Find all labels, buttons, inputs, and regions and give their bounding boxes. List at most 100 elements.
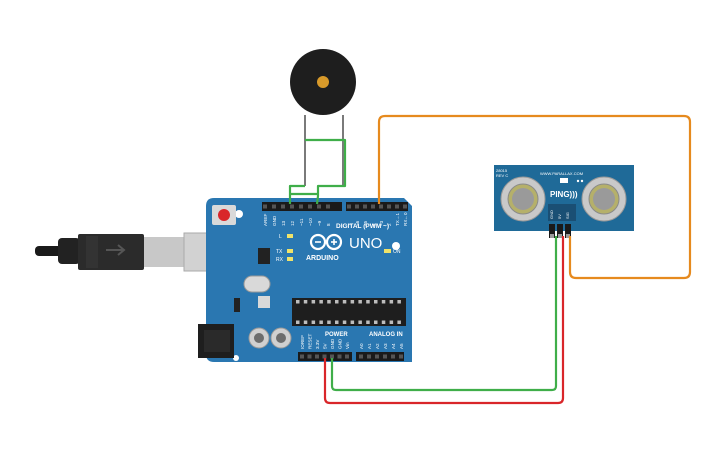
usb-cable[interactable] [35,232,237,272]
digital-pin-label: TX→1 [395,213,400,226]
on-led [384,249,391,253]
digital-pin-label: ~11 [299,218,304,226]
chip-pin [358,320,362,324]
power-pin-label: GND [330,338,335,349]
reset-button-cap[interactable] [218,209,230,221]
digital-pin-label: ~3 [379,220,384,226]
power-pin[interactable] [307,354,312,359]
digital-pin[interactable] [272,204,276,209]
sensor-pin-gnd[interactable] [549,224,555,238]
power-pin[interactable] [322,354,327,359]
piezo-buzzer[interactable] [290,49,356,186]
capacitor [270,327,292,349]
wire-signal[interactable] [377,114,692,280]
digital-pin-label: 2 [387,223,392,226]
digital-pin[interactable] [347,204,351,209]
model-label: UNO [349,235,382,252]
chip-pin [381,300,386,304]
tx-led [287,249,293,253]
digital-pin[interactable] [387,204,391,209]
chip-pin [350,320,355,324]
power-pin[interactable] [337,354,342,359]
chip-pin [311,320,316,324]
digital-pin[interactable] [281,204,285,209]
transducer-left [500,176,546,222]
digital-pin[interactable] [263,204,267,209]
analog-header [356,352,404,361]
chip-pin [366,320,370,324]
digital-pin[interactable] [326,204,330,209]
power-pin-label: 5V [322,342,327,349]
analog-pin[interactable] [391,354,395,359]
regulator [234,298,240,312]
component [258,296,270,308]
digital-label: DIGITAL (PWM ~) [336,223,389,230]
chip-pin [397,300,401,304]
digital-pin-label: ~10 [308,218,313,226]
digital-pin[interactable] [371,204,375,209]
analog-pin[interactable] [399,354,403,359]
microcontroller-chip [292,298,406,326]
digital-pin[interactable] [363,204,367,209]
chip-pin [381,320,386,324]
digital-pin[interactable] [299,204,303,209]
chip-pin [389,320,394,324]
wire-buzzer-pin10[interactable] [305,138,347,205]
digital-pin[interactable] [355,204,359,209]
chip-pin [335,320,339,324]
power-pin[interactable] [300,354,304,359]
chip-pin [296,320,300,324]
power-pin-label: IOREF [300,335,305,349]
analog-pin[interactable] [367,354,371,359]
transducer-right [581,176,627,222]
arduino-logo-icon [309,233,343,251]
power-pin[interactable] [345,354,349,359]
capacitor [248,327,270,349]
wire-5v[interactable] [323,236,565,405]
usb-icon [106,244,126,256]
digital-pin[interactable] [308,204,312,209]
chip-pin [303,320,308,324]
chip-pin [319,300,323,304]
on-label: ON [393,249,401,255]
digital-pin[interactable] [403,204,407,209]
power-label: POWER [325,332,348,338]
sensor-website-label: WWW.PARALLAX.COM [540,171,583,176]
chip-pin [366,300,370,304]
chip-pin [335,300,339,304]
digital-pin[interactable] [379,204,383,209]
chip-pin [327,300,331,304]
sensor-led [560,178,568,183]
brand-label: ARDUINO [306,255,339,262]
sensor-pin-5v[interactable] [557,224,563,238]
chip-pin [374,300,378,304]
analog-pin[interactable] [383,354,387,359]
analog-pin-label: A2 [375,343,380,349]
power-pin[interactable] [330,354,334,359]
sensor-model-label: 28015 [496,168,508,173]
digital-pin[interactable] [317,204,321,209]
wire-ground[interactable] [330,236,558,392]
analog-pin-label: A0 [359,343,364,349]
ping-sensor[interactable]: 28015 REV C WWW.PARALLAX.COM PING))) GND… [494,165,634,238]
analog-pin[interactable] [359,354,363,359]
digital-pin[interactable] [290,204,294,209]
digital-pin-label: 8 [326,223,331,226]
digital-pin-label: GND [272,215,277,226]
sensor-pin-sig[interactable] [565,224,571,238]
wire-buzzer-gnd[interactable] [288,184,305,204]
power-pin-label: Vin [345,342,350,349]
analog-pin[interactable] [375,354,379,359]
tx-led-label: TX [276,249,283,255]
usb-chip [258,248,270,264]
digital-pin[interactable] [395,204,399,209]
digital-pin-label: AREF [263,214,268,226]
power-pin-label: 3.3V [315,339,320,349]
analog-label: ANALOG IN [369,332,403,338]
mount-hole [392,242,400,250]
power-pin[interactable] [315,354,319,359]
power-pin-label: GND [337,338,342,349]
